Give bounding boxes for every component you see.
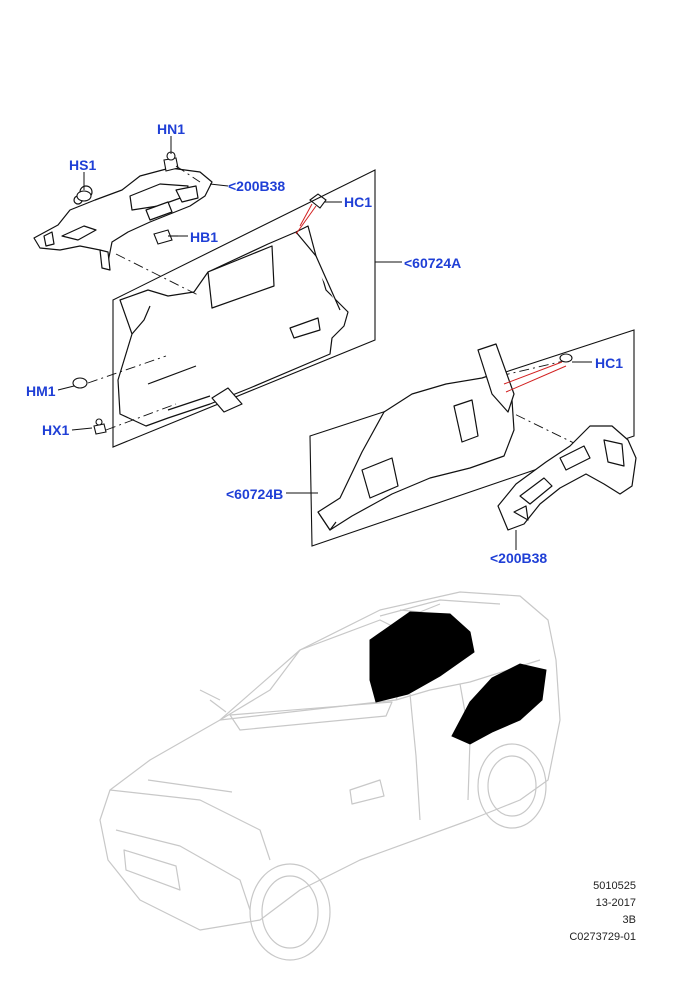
meta-date: 13-2017 [595,897,636,909]
callout-hn1[interactable]: HN1 [157,121,186,137]
document-meta: 5010525 13-2017 3B C0273729-01 [569,878,636,946]
frame-60724a [112,169,376,448]
meta-revision: 3B [622,914,636,926]
callout-60724b[interactable]: <60724B [226,486,284,502]
callout-hc1-top[interactable]: HC1 [344,194,373,210]
callout-hc1-right[interactable]: HC1 [595,355,624,371]
fastener-hs1 [76,190,92,202]
vehicle-highlight-left-trim [369,611,475,703]
fastener-hm1 [72,377,88,389]
meta-code: 5010525 [593,880,636,892]
fastener-hx1 [93,418,107,435]
red-leaders [295,203,567,393]
vehicle-highlight-right-trim [451,663,547,745]
vehicle-outline [99,591,561,961]
frame-60724b [309,329,635,547]
callout-hs1[interactable]: HS1 [69,157,97,173]
fastener-hc1-top [309,193,327,209]
trim-panel-60724a [117,225,349,427]
trim-panel-60724b [317,343,515,531]
callout-200b38-top[interactable]: <200B38 [228,178,286,194]
callout-hx1[interactable]: HX1 [42,422,70,438]
callout-hb1[interactable]: HB1 [190,229,219,245]
fastener-hn1 [163,151,179,172]
callout-leaders [57,136,592,550]
callout-60724a[interactable]: <60724A [404,255,462,271]
fastener-hc1-right [559,353,573,363]
fastener-hb1 [153,229,178,245]
callout-hm1[interactable]: HM1 [26,383,56,399]
meta-reference: C0273729-01 [569,931,636,943]
callout-200b38-bottom[interactable]: <200B38 [490,550,548,566]
upper-bracket-left [33,167,213,271]
upper-bracket-right [497,425,637,531]
